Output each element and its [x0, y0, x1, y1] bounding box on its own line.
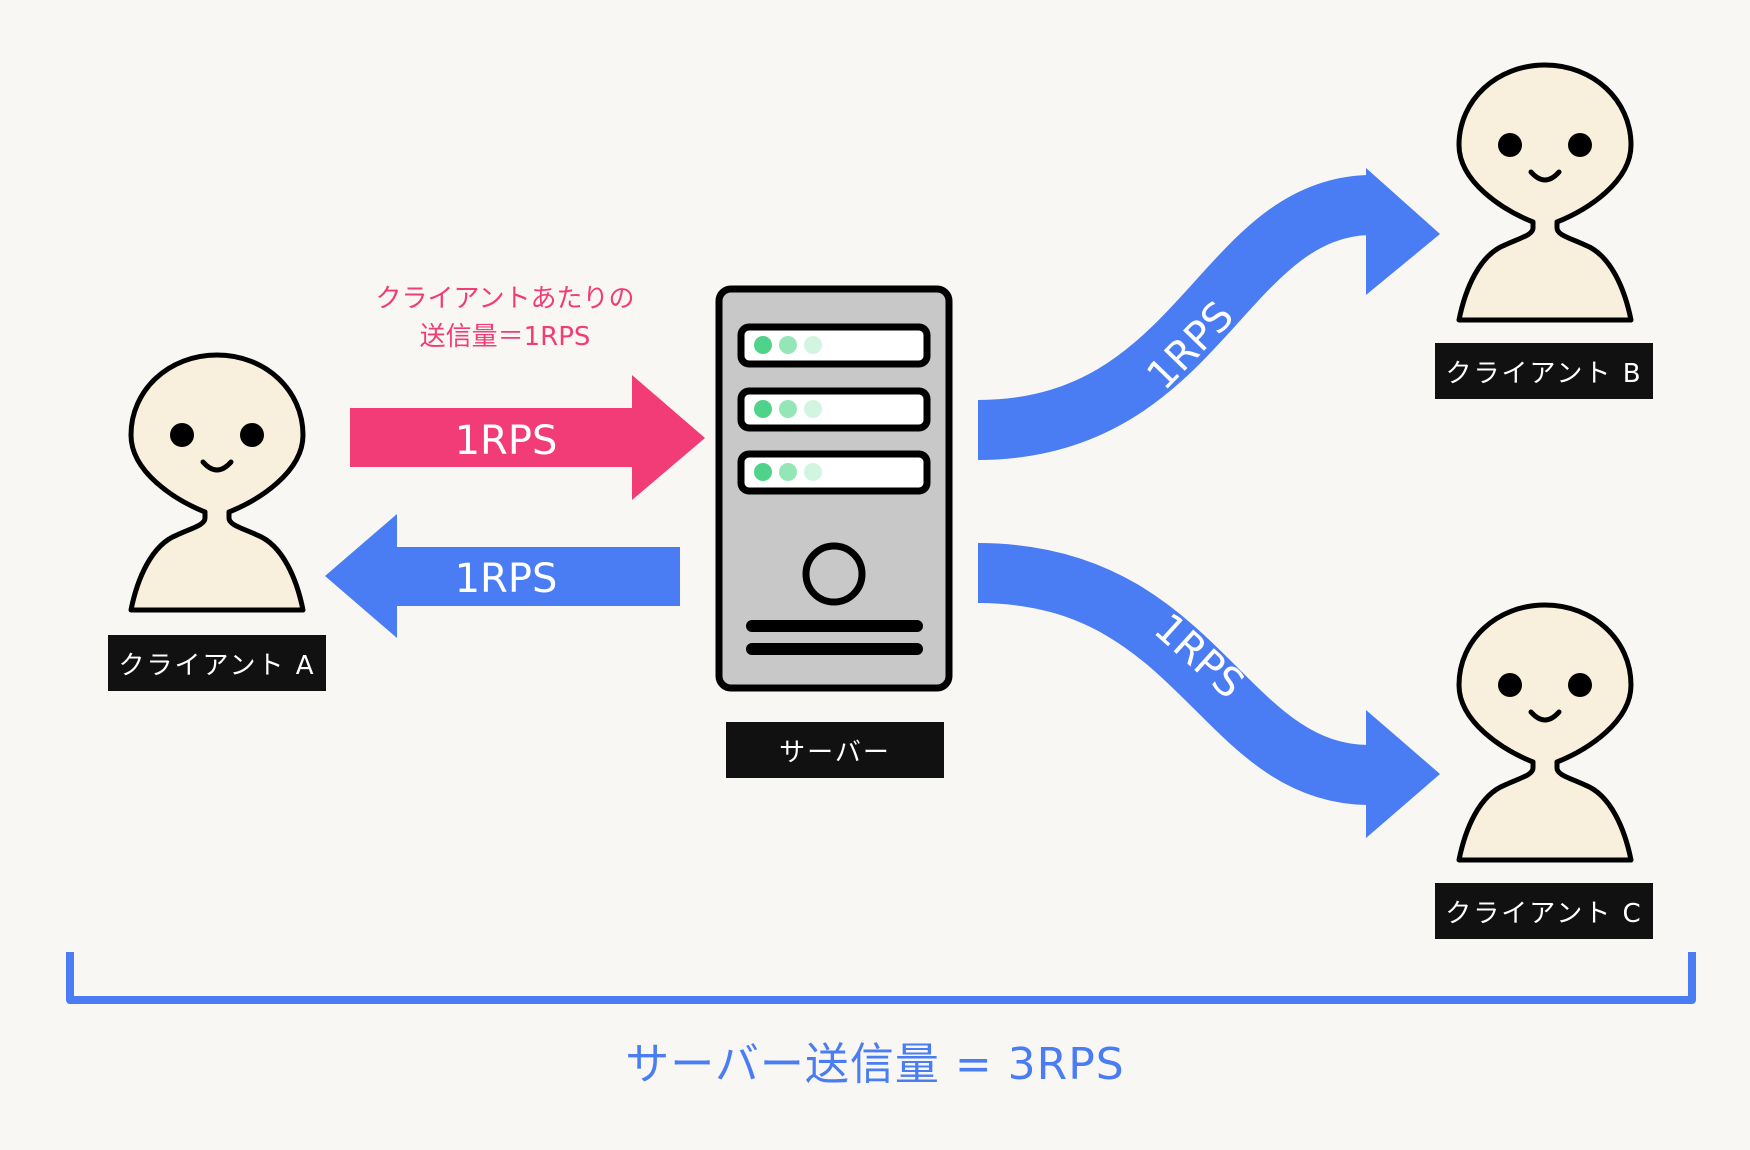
- server-label: サーバー: [726, 722, 944, 778]
- response-arrow-server-to-a: 1RPS: [325, 514, 680, 638]
- response-arrow-server-to-c: 1RPS: [977, 543, 1440, 838]
- server-drive-2: [737, 387, 931, 432]
- client-b-label: クライアント B: [1435, 343, 1653, 399]
- server-drive-1: [737, 323, 931, 368]
- total-bracket: [66, 952, 1696, 1004]
- client-c-label: クライアント C: [1435, 883, 1653, 939]
- request-arrow-a-to-server: 1RPS: [350, 375, 705, 500]
- server-power-button: [802, 542, 866, 606]
- server-drive-3: [737, 450, 931, 495]
- per-client-note-line1: クライアントあたりの: [375, 284, 635, 314]
- client-b-avatar: [1459, 65, 1631, 320]
- client-a-avatar: [131, 355, 303, 610]
- client-c-avatar: [1459, 605, 1631, 860]
- server-icon: [715, 285, 953, 692]
- per-client-note: クライアントあたりの 送信量＝1RPS: [355, 280, 655, 356]
- response-arrow-a-label: 1RPS: [455, 556, 558, 602]
- response-arrow-server-to-b: 1RPS: [977, 168, 1440, 460]
- per-client-note-line2: 送信量＝1RPS: [419, 322, 591, 352]
- total-throughput: サーバー送信量 = 3RPS: [625, 1039, 1125, 1090]
- request-arrow-label: 1RPS: [455, 418, 558, 464]
- client-a-label: クライアント A: [108, 635, 326, 691]
